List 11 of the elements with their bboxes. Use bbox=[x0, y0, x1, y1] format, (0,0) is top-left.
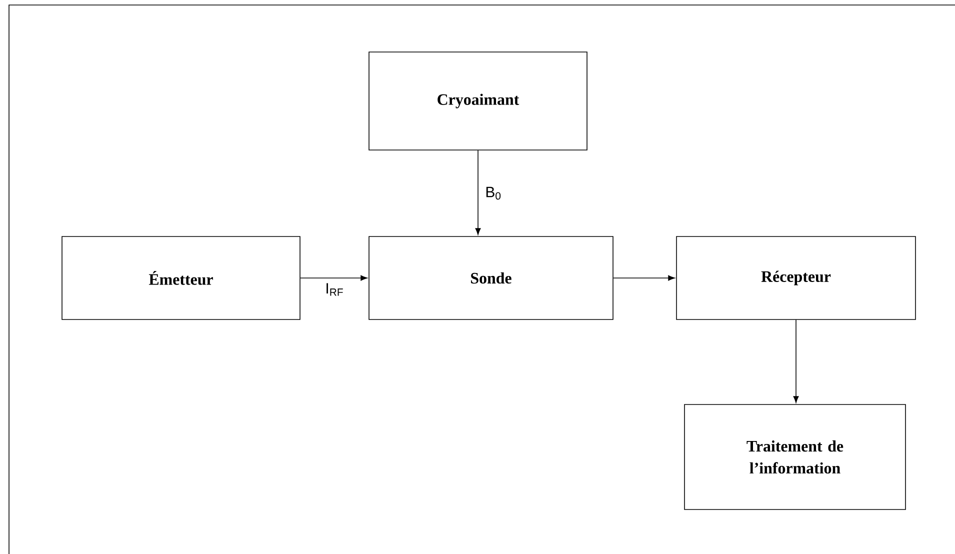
process-box: Cryoaimant bbox=[368, 52, 588, 150]
process-box: Sonde bbox=[368, 236, 614, 320]
arrow bbox=[613, 275, 675, 281]
process-box: Émetteur bbox=[62, 236, 300, 320]
process-box: Traitement de l’information bbox=[684, 404, 906, 510]
arrow bbox=[793, 320, 799, 403]
process-box: Récepteur bbox=[676, 236, 916, 320]
edge-label: I$_{RF}$ bbox=[326, 283, 343, 296]
edge-label: B$_{0}$ bbox=[486, 186, 501, 200]
arrow bbox=[475, 150, 481, 235]
arrow bbox=[300, 275, 368, 281]
